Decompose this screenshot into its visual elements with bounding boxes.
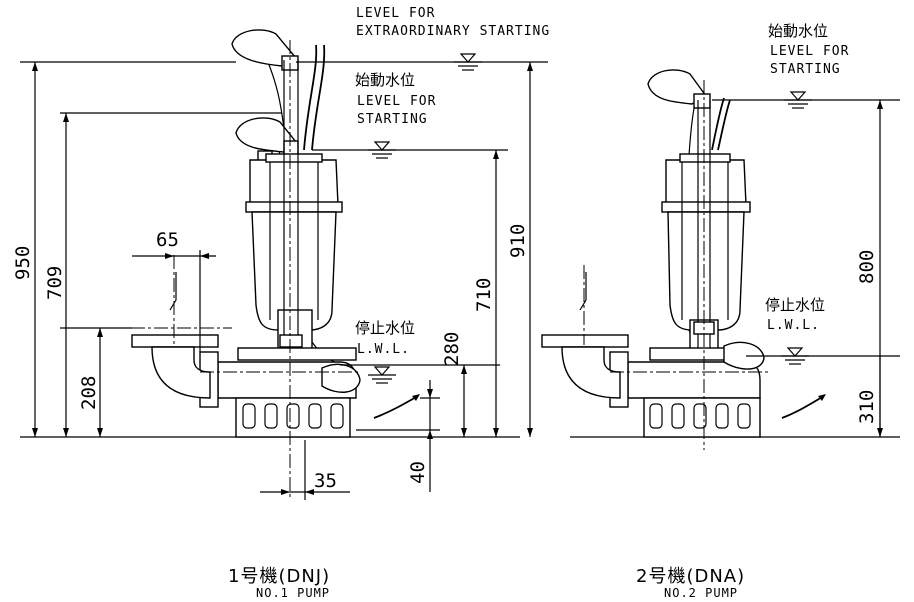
pump2-label-stop-en: L.W.L. xyxy=(767,318,820,333)
pump1-motor xyxy=(245,153,343,351)
pump2-dim-310: 310 xyxy=(856,390,878,424)
pump2-caption-en: NO.2 PUMP xyxy=(664,586,738,600)
pump1-dim-280: 280 xyxy=(441,332,463,366)
pump2-label-start-jp: 始動水位 xyxy=(768,22,828,40)
pump1-caption-en: NO.1 PUMP xyxy=(256,586,330,600)
pump1-label-extraordinary-2: EXTRAORDINARY STARTING xyxy=(356,24,550,39)
pump1-dim-950: 950 xyxy=(12,246,34,280)
pump1-discharge-pipe xyxy=(131,334,219,408)
pump1-dim-40: 40 xyxy=(407,461,429,484)
pump2-motor xyxy=(661,153,751,351)
pump1-label-start-en-1: LEVEL FOR xyxy=(357,94,436,109)
pump1-label-start-jp: 始動水位 xyxy=(355,71,415,89)
pump1-label-stop-jp: 停止水位 xyxy=(355,319,415,337)
pump1-dim-910: 910 xyxy=(507,224,529,258)
pump1-label-extraordinary-1: LEVEL FOR xyxy=(356,6,435,21)
pump2-caption-jp: 2号機(DNA) xyxy=(636,566,745,587)
pump1-dim-208: 208 xyxy=(78,376,100,410)
pump2-label-start-en-1: LEVEL FOR xyxy=(770,44,849,59)
pump1-label-start-en-2: STARTING xyxy=(357,112,428,127)
pump1-label-stop-en: L.W.L. xyxy=(357,342,410,357)
pump2-label-stop-jp: 停止水位 xyxy=(765,296,825,314)
pump1-assembly: LEVEL FOR EXTRAORDINARY STARTING 始動水位 LE… xyxy=(12,6,550,600)
pump1-cable xyxy=(303,44,318,151)
pump1-dim-35: 35 xyxy=(314,470,337,492)
pump1-dim-709: 709 xyxy=(44,266,66,300)
pump2-discharge-pipe xyxy=(541,334,629,408)
pump1-caption-jp: 1号機(DNJ) xyxy=(228,566,330,587)
pump2-assembly: 始動水位 LEVEL FOR STARTING 停止水位 L.W.L. 800 … xyxy=(541,22,900,600)
pump2-dim-800: 800 xyxy=(856,250,878,284)
pump2-float-upper xyxy=(647,69,711,109)
pump2-label-start-en-2: STARTING xyxy=(770,62,841,77)
pump1-dim-710: 710 xyxy=(473,278,495,312)
pump1-dim-65: 65 xyxy=(156,229,179,251)
pump2-volute xyxy=(627,341,765,438)
pump1-volute xyxy=(217,347,361,438)
pump1-float-upper xyxy=(231,29,299,71)
